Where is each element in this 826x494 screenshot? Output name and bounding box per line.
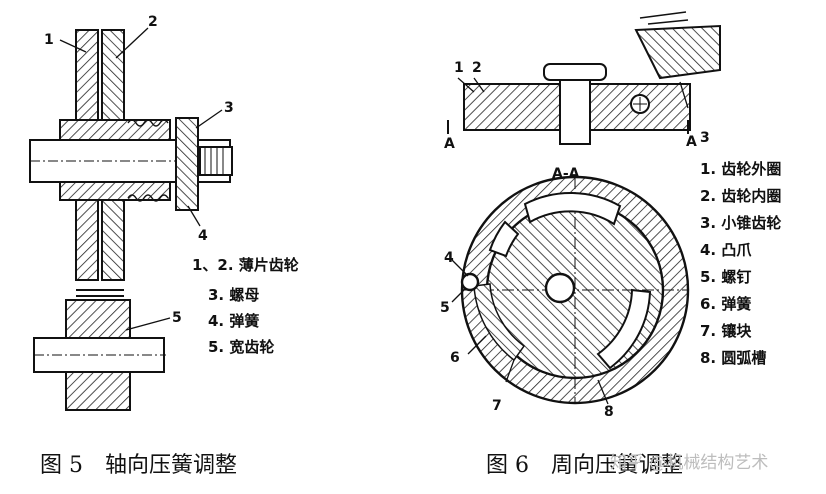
arc-slots (488, 191, 652, 370)
figure6-front-view (451, 175, 690, 405)
fig5-callout-3: 3 (224, 100, 234, 116)
watermark: 知乎 @机械结构艺术 (610, 453, 769, 473)
fig6-callout-2: 2 (472, 60, 482, 76)
fig6-legend-6: 6. 弹簧 (700, 295, 752, 313)
claw (460, 272, 480, 292)
fig6-callout-6: 6 (450, 350, 460, 366)
spring-insert (473, 283, 526, 362)
fig6-callout-8: 8 (604, 404, 614, 420)
spring (127, 119, 169, 202)
nut (175, 117, 199, 211)
fig5-legend-3: 4. 弹簧 (208, 312, 260, 330)
fig6-legend-2: 2. 齿轮内圈 (700, 187, 782, 205)
bevel-gear (634, 11, 721, 80)
fig5-callout-5: 5 (172, 310, 182, 326)
fig5-legend-2: 3. 螺母 (208, 286, 260, 304)
fig6-legend-1: 1. 齿轮外圈 (700, 160, 782, 178)
fig6-caption: 图 6 周向压簧调整 (486, 453, 683, 478)
fig5-callout-1: 1 (44, 32, 54, 48)
fig6-legend-5: 5. 螺钉 (700, 268, 752, 286)
fig5-legend-4: 5. 宽齿轮 (208, 338, 275, 356)
section-mark-right: A (686, 134, 697, 150)
center-hole (544, 272, 576, 304)
figure6-section-view (447, 11, 721, 145)
fig5-caption: 图 5 轴向压簧调整 (40, 453, 237, 478)
figure5-drawing (29, 27, 233, 411)
fig6-callout-3: 3 (700, 130, 710, 146)
fig5-callout-4: 4 (198, 228, 208, 244)
fig6-callout-1: 1 (454, 60, 464, 76)
fig5-legend-1: 1、2. 薄片齿轮 (192, 256, 299, 274)
section-mark-left: A (444, 136, 455, 152)
fig6-callout-7: 7 (492, 398, 502, 414)
fig6-legend-3: 3. 小锥齿轮 (700, 214, 782, 232)
fig6-legend-8: 8. 圆弧槽 (700, 349, 767, 367)
fig6-callout-5: 5 (440, 300, 450, 316)
fig6-legend-4: 4. 凸爪 (700, 241, 752, 259)
fig6-callout-4: 4 (444, 250, 454, 266)
fig5-callout-2: 2 (148, 14, 158, 30)
fig6-legend-7: 7. 镶块 (700, 322, 752, 340)
